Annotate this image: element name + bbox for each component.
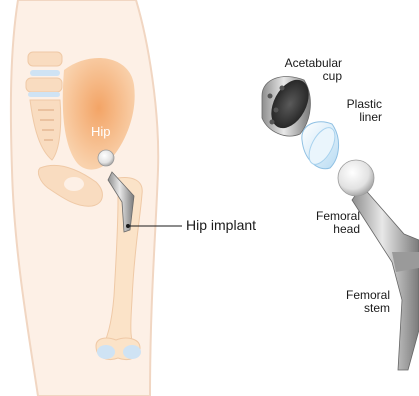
femoral-stem-label-line2: stem (326, 302, 390, 315)
femoral-head-stem (338, 160, 419, 370)
plastic-liner-label: Plastic liner (330, 98, 382, 124)
plastic-liner-label-line2: liner (330, 111, 382, 124)
hip-implant-label: Hip implant (186, 219, 256, 232)
femoral-head-label: Femoral head (290, 210, 360, 236)
acetabular-cup-label-line2: cup (268, 70, 342, 83)
spine-vertebrae (26, 52, 62, 97)
acetabular-cup-label: Acetabular cup (268, 57, 342, 83)
femoral-stem-label: Femoral stem (326, 289, 390, 315)
hip-label: Hip (91, 125, 111, 138)
plastic-liner (302, 122, 340, 169)
femoral-head-label-line2: head (290, 223, 360, 236)
knee-cartilage-left (97, 345, 115, 359)
knee-cartilage-right (123, 345, 141, 359)
